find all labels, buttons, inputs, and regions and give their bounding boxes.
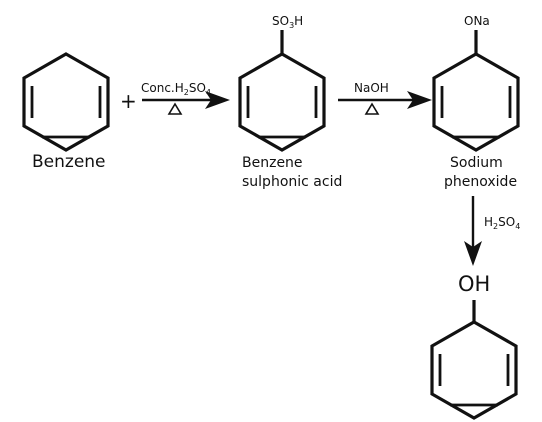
step1-reagent: Conc.H2SO4 [141, 81, 211, 97]
step1-reagent-part: SO [189, 81, 206, 95]
sodium-phenoxide-ring [432, 52, 520, 152]
step2-reagent: NaOH [354, 81, 389, 95]
sulphonic-acid-group-subscript: 3 [289, 21, 294, 30]
benzene-sulphonic-acid-label-line2: sulphonic acid [242, 174, 342, 190]
step2-arrow-head [407, 91, 432, 109]
step3-reagent-part: H [484, 215, 493, 229]
sodium-phenoxide-structure [432, 30, 520, 152]
benzene-sulphonic-acid-ring [238, 52, 326, 152]
step1-arrow-head [205, 91, 230, 109]
step3-reagent: H2SO4 [484, 215, 520, 231]
step3-reagent-subscript: 2 [493, 222, 498, 231]
sulphonic-acid-group: SO3H [272, 14, 303, 30]
benzene-label: Benzene [32, 152, 106, 172]
step1-reagent-part: Conc.H [141, 81, 184, 95]
sodium-phenoxide-label-line2: phenoxide [444, 174, 517, 190]
phenol-structure [430, 300, 518, 420]
benzene-sulphonic-acid-label-line1: Benzene [242, 155, 303, 171]
step1-heat-icon [167, 102, 183, 115]
benzene-structure [22, 52, 110, 152]
phenol-ring [430, 320, 518, 420]
sodium-phenoxide-label-line1: Sodium [450, 155, 503, 171]
benzene-sulphonic-acid-structure [238, 30, 326, 152]
step3-reagent-part: SO [498, 215, 515, 229]
step1-reagent-subscript: 2 [184, 88, 189, 97]
phenol-hydroxyl-group: OH [458, 272, 490, 296]
phenoxide-group: ONa [464, 14, 490, 28]
sulphonic-acid-group-part: SO [272, 14, 289, 28]
benzene-ring [22, 52, 110, 152]
sulphonic-acid-group-part: H [294, 14, 303, 28]
step3-reagent-subscript: 4 [515, 222, 520, 231]
step2-heat-icon [364, 102, 380, 115]
plus-sign: + [120, 89, 137, 113]
step3-arrow-head [464, 241, 482, 266]
